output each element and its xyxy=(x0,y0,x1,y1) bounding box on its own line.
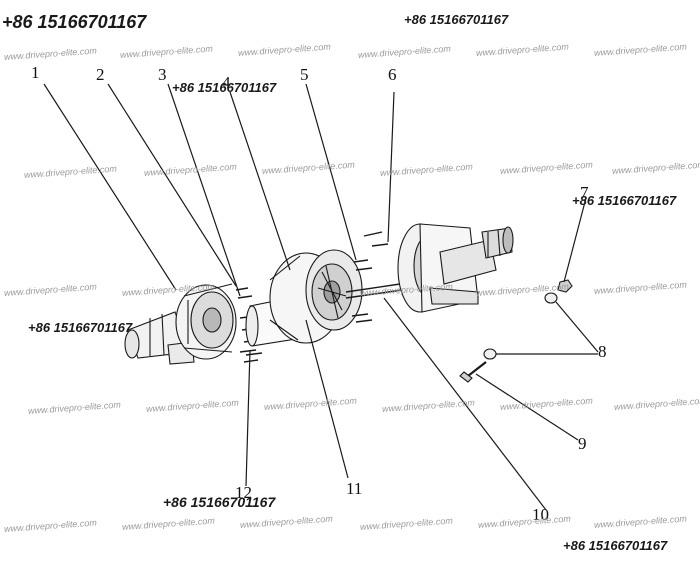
callout-10: 10 xyxy=(532,505,549,524)
phone-overlay: +86 15166701167 xyxy=(563,538,668,553)
callout-11: 11 xyxy=(346,479,363,498)
callout-12: 12 xyxy=(235,483,252,502)
phone-overlay: +86 15166701167 xyxy=(172,80,277,95)
callout-4: 4 xyxy=(222,73,231,92)
phone-overlay: +86 15166701167 xyxy=(572,193,677,208)
phone-overlay: +86 15166701167 xyxy=(163,494,276,510)
phone-overlay: +86 15166701167 xyxy=(28,320,133,335)
phone-overlay: +86 15166701167 xyxy=(2,12,147,32)
callout-1: 1 xyxy=(31,63,40,82)
fasteners xyxy=(459,279,573,383)
leader-lines xyxy=(43,83,599,511)
left-axle-housing xyxy=(124,283,237,365)
callout-8: 8 xyxy=(598,342,607,361)
callout-3: 3 xyxy=(158,65,167,84)
callout-7: 7 xyxy=(580,183,589,202)
center-shaft xyxy=(345,231,403,323)
callout-6: 6 xyxy=(388,65,397,84)
callout-2: 2 xyxy=(96,65,105,84)
callout-9: 9 xyxy=(578,434,587,453)
differential-housing xyxy=(269,249,363,344)
right-axle-housing xyxy=(397,223,514,313)
callout-5: 5 xyxy=(300,65,309,84)
phone-overlay: +86 15166701167 xyxy=(404,12,509,27)
